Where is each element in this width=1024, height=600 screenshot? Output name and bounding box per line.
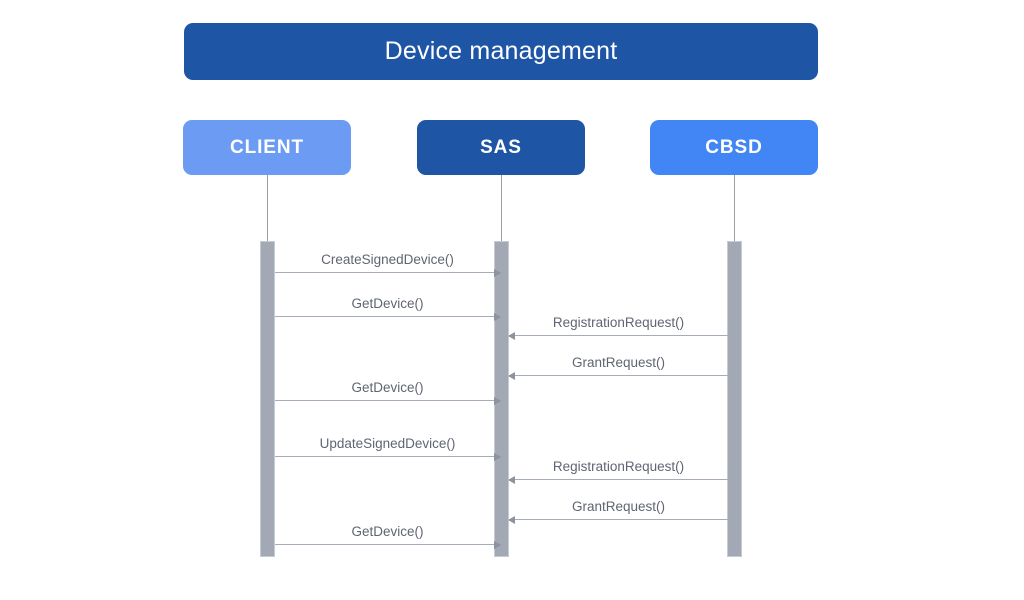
participant-cbsd-label: CBSD — [705, 137, 763, 158]
message-label: GrantRequest() — [571, 354, 666, 370]
participant-client-label: CLIENT — [229, 137, 304, 158]
arrowhead-left-icon — [508, 475, 515, 484]
message-label: RegistrationRequest() — [552, 458, 685, 474]
diagram-title: Device management — [384, 37, 618, 65]
message-label: GetDevice() — [351, 379, 424, 395]
arrowhead-right-icon — [494, 452, 501, 461]
activation-bar-client — [260, 241, 275, 557]
message-label: GrantRequest() — [571, 498, 666, 514]
participant-client[interactable]: CLIENT — [183, 120, 351, 175]
participant-sas-label: SAS — [480, 137, 522, 158]
message-label: CreateSignedDevice() — [321, 251, 454, 267]
arrowhead-right-icon — [494, 540, 501, 549]
message-line — [509, 479, 728, 480]
arrowhead-left-icon — [508, 331, 515, 340]
message-label: GetDevice() — [351, 523, 424, 539]
message-line — [509, 335, 728, 336]
lifeline-sas — [501, 175, 502, 241]
message-label: GetDevice() — [351, 295, 424, 311]
message-label: RegistrationRequest() — [552, 314, 685, 330]
message-line — [275, 316, 500, 317]
message-line — [509, 519, 728, 520]
participant-sas[interactable]: SAS — [417, 120, 585, 175]
lifeline-cbsd — [734, 175, 735, 241]
arrowhead-left-icon — [508, 371, 515, 380]
message-label: UpdateSignedDevice() — [319, 435, 456, 451]
message-line — [275, 400, 500, 401]
message-line — [509, 375, 728, 376]
arrowhead-left-icon — [508, 515, 515, 524]
arrowhead-right-icon — [494, 312, 501, 321]
message-line — [275, 456, 500, 457]
arrowhead-right-icon — [494, 396, 501, 405]
lifeline-client — [267, 175, 268, 241]
arrowhead-right-icon — [494, 268, 501, 277]
diagram-title-bar: Device management — [184, 23, 818, 80]
activation-bar-cbsd — [727, 241, 742, 557]
participant-cbsd[interactable]: CBSD — [650, 120, 818, 175]
message-line — [275, 272, 500, 273]
message-line — [275, 544, 500, 545]
